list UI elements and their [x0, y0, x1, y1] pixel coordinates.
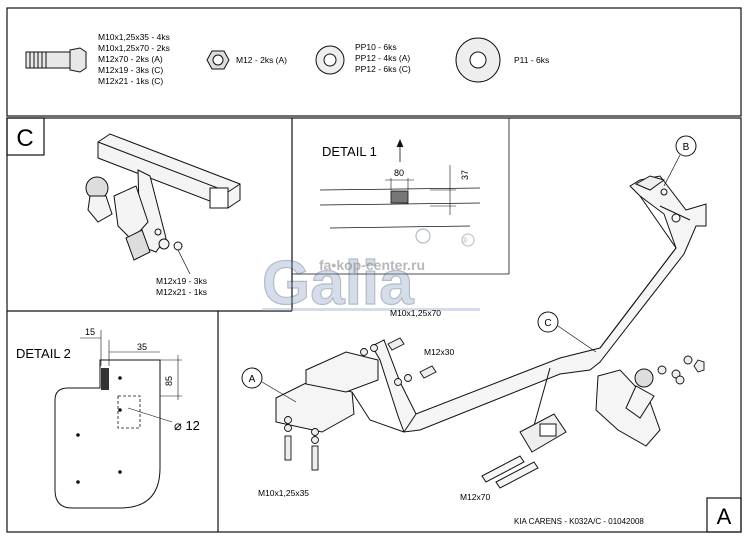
panel-c-bolt-label-1: M12x19 - 3ks	[156, 276, 207, 286]
detail1-section-drawing	[319, 138, 481, 229]
callout-c: C	[537, 311, 597, 353]
label-bolt-bottom-right: M12x70	[460, 492, 491, 502]
panel-c-letter: C	[16, 125, 33, 152]
callout-b-label: B	[683, 142, 690, 153]
main-fasteners	[284, 337, 705, 471]
detail1-dim-width: 80	[394, 168, 404, 178]
callout-b: B	[663, 135, 697, 187]
bolt-spec-4: M12x19 - 3ks (C)	[98, 65, 163, 75]
svg-text:®: ®	[462, 236, 468, 245]
main-frame	[6, 117, 742, 533]
bolt-icon	[25, 47, 87, 73]
label-bolt-bottom-left: M10x1,25x35	[258, 488, 309, 498]
washer-spec-3: PP12 - 6ks (C)	[355, 64, 411, 74]
detail2-plate-drawing	[54, 330, 182, 509]
frames	[6, 7, 742, 533]
detail1-dim-height: 37	[460, 170, 470, 180]
panel-c-hitch-sketch	[85, 133, 241, 275]
detail2-dim-15: 15	[85, 327, 95, 337]
bolt-spec-3: M12x70 - 2ks (A)	[98, 54, 163, 64]
large-washer-icon	[455, 37, 501, 83]
hardware-frame	[6, 7, 742, 117]
detail2-hole-diameter: ⌀ 12	[174, 418, 200, 433]
towbar-main-assembly	[275, 175, 707, 489]
corner-letter: A	[717, 504, 732, 529]
callout-c-label: C	[544, 318, 551, 329]
detail2-title: DETAIL 2	[16, 346, 71, 361]
washer-spec-2: PP12 - 4ks (A)	[355, 53, 410, 63]
washer-icon	[315, 45, 345, 75]
panel-c-letter-box	[6, 117, 45, 156]
watermark-logo-text: Galia	[262, 249, 414, 318]
model-caption: KIA CARENS - K032A/C - 01042008	[514, 517, 644, 526]
nut-spec: M12 - 2ks (A)	[236, 55, 287, 65]
callout-a-label: A	[249, 374, 256, 385]
washer-spec-1: PP10 - 6ks	[355, 42, 397, 52]
bolt-spec-5: M12x21 - 1ks (C)	[98, 76, 163, 86]
large-washer-spec: P11 - 6ks	[514, 55, 549, 65]
bolt-spec-1: M10x1,25x35 - 4ks	[98, 32, 170, 42]
detail2-dim-85: 85	[164, 376, 174, 386]
corner-letter-box	[706, 497, 742, 533]
label-bolt-top: M10x1,25x70	[390, 308, 441, 318]
watermark-url: fa•kop-center.ru	[319, 257, 425, 273]
bolt-spec-2: M10x1,25x70 - 2ks	[98, 43, 170, 53]
callout-a: A	[241, 367, 297, 403]
detail1-title: DETAIL 1	[322, 144, 377, 159]
galia-watermark-logo: Galia ®	[261, 228, 480, 319]
panel-c-bolt-label-2: M12x21 - 1ks	[156, 287, 207, 297]
nut-icon	[206, 50, 230, 70]
label-bolt-mid: M12x30	[424, 347, 455, 357]
detail2-dim-35: 35	[137, 342, 147, 352]
